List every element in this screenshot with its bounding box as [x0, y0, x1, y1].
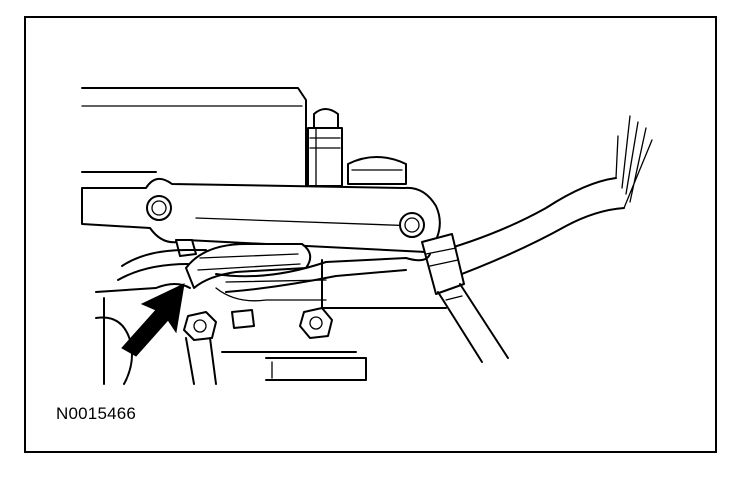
callout-arrow: [121, 283, 185, 357]
figure-frame: N0015466: [24, 16, 717, 453]
lower-bolt-right: [299, 307, 333, 339]
engine-illustration: [81, 87, 653, 385]
mounting-bracket: [81, 177, 441, 253]
hose-clamp: [117, 239, 431, 293]
lower-bolt-left: [183, 311, 217, 341]
wiring-harness: [421, 115, 653, 295]
engine-block-upper: [81, 87, 307, 187]
reservoir-cap: [347, 156, 407, 185]
figure-id-label: N0015466: [56, 404, 137, 423]
vertical-tube: [437, 283, 509, 363]
top-bolt: [307, 108, 343, 187]
